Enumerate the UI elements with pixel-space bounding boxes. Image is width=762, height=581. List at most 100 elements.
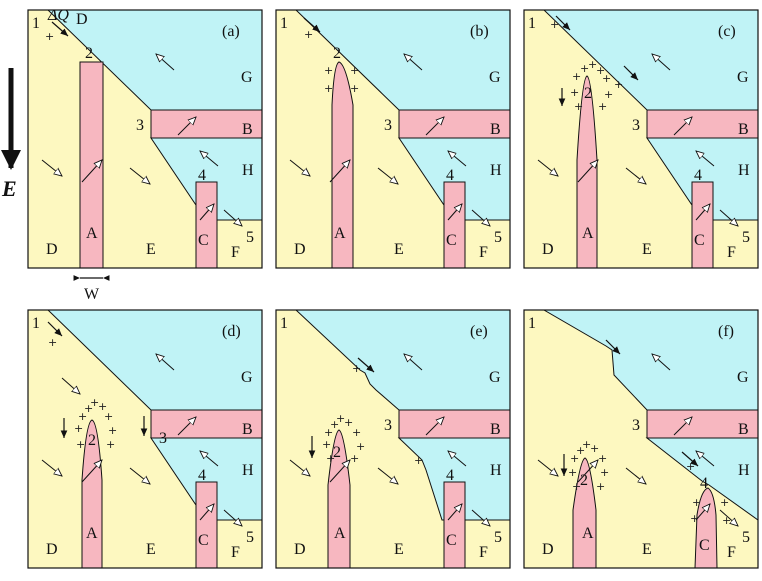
junction-5: 5 [246, 529, 254, 546]
charge-plus: + [602, 72, 611, 85]
charge-plus: + [352, 362, 361, 375]
charge-plus: + [350, 64, 359, 77]
junction-1: 1 [528, 15, 536, 32]
polarization-arrow [425, 117, 444, 136]
junction-3: 3 [159, 430, 167, 447]
panel-tag: (d) [222, 323, 241, 340]
region-label-D: D [542, 241, 554, 258]
dq-label: ΔQ [47, 7, 69, 24]
region-label-A: A [582, 225, 594, 242]
polarization-arrow [425, 417, 444, 436]
polarization-arrow [200, 151, 219, 167]
region-label-G: G [737, 69, 749, 86]
junction-4: 4 [700, 475, 708, 492]
polarization-arrow [129, 167, 150, 184]
charge-plus: + [598, 452, 607, 465]
charge-plus: + [356, 440, 365, 453]
polarization-arrow [447, 204, 462, 221]
polarization-arrow [177, 417, 196, 436]
region-label-G: G [241, 69, 253, 86]
junction-3: 3 [632, 117, 640, 134]
region-label-F: F [727, 544, 736, 561]
charge-plus: + [76, 438, 85, 451]
charge-plus: + [48, 336, 57, 349]
charge-plus: + [352, 426, 361, 439]
region-label-H: H [242, 462, 254, 479]
dq-sub: D [76, 11, 88, 28]
charge-plus: + [324, 64, 333, 77]
polarization-arrow [625, 467, 646, 484]
polarization-arrow [448, 451, 467, 467]
charge-plus: + [600, 466, 609, 479]
region-label-F: F [479, 544, 488, 561]
domain-C [195, 481, 218, 569]
charge-plus: + [690, 512, 699, 525]
region-label-E: E [146, 541, 156, 558]
charge-plus: + [572, 480, 581, 493]
domain-B [398, 409, 511, 439]
region-label-F: F [727, 244, 736, 261]
domain-B [646, 409, 759, 439]
panel-frame [275, 309, 511, 569]
panel-frame [523, 9, 759, 269]
domain-B [398, 109, 511, 139]
region-label-G: G [737, 369, 749, 386]
polarization-arrow [652, 54, 671, 71]
junction-1: 1 [280, 15, 288, 32]
charge-plus: + [574, 100, 583, 113]
domain-C [694, 487, 718, 569]
charge-plus: + [98, 400, 107, 413]
region-label-C: C [446, 532, 457, 549]
polarization-arrow [156, 54, 175, 71]
junction-2: 2 [85, 45, 93, 62]
charge-plus: + [330, 418, 339, 431]
charge-plus: + [572, 70, 581, 83]
region-label-B: B [738, 421, 749, 438]
field-label: E [1, 176, 17, 201]
polarization-arrow [625, 167, 646, 184]
domain-C [691, 181, 714, 269]
polarization-arrow [199, 204, 214, 221]
region-label-D: D [294, 541, 306, 558]
junction-3: 3 [136, 117, 144, 134]
junction-2: 2 [88, 432, 96, 449]
region-label-C: C [446, 232, 457, 249]
polarization-arrow [696, 151, 715, 167]
polarization-arrow [289, 459, 310, 476]
region-label-A: A [334, 225, 346, 242]
charge-plus: + [324, 82, 333, 95]
charge-plus: + [692, 496, 701, 509]
polarization-arrow [81, 160, 102, 183]
junction-2: 2 [584, 85, 592, 102]
charge-plus: + [78, 410, 87, 423]
panel-frame [27, 309, 263, 569]
polarization-arrow [447, 504, 462, 521]
panel-tag: (c) [718, 23, 736, 40]
junction-2: 2 [333, 444, 341, 461]
wall-motion-arrow [51, 21, 69, 37]
wall-motion-arrow [47, 321, 63, 337]
charge-plus: + [580, 62, 589, 75]
panel-frame [523, 309, 759, 569]
region-label-B: B [242, 121, 253, 138]
polarization-arrow [673, 417, 692, 436]
polarization-arrow [81, 460, 102, 483]
wall-motion-arrow [681, 451, 699, 467]
charge-plus: + [614, 78, 623, 91]
region-label-H: H [242, 162, 254, 179]
polarization-arrow [199, 504, 214, 521]
charge-plus: + [414, 454, 423, 467]
charge-plus: + [570, 452, 579, 465]
polarization-arrow [652, 354, 671, 371]
panel-tag: (f) [718, 323, 734, 340]
charge-plus: + [350, 82, 359, 95]
charge-plus: + [570, 86, 579, 99]
junction-5: 5 [494, 529, 502, 546]
region-label-G: G [241, 369, 253, 386]
polarization-arrow [577, 460, 598, 483]
charge-plus: + [582, 438, 591, 451]
